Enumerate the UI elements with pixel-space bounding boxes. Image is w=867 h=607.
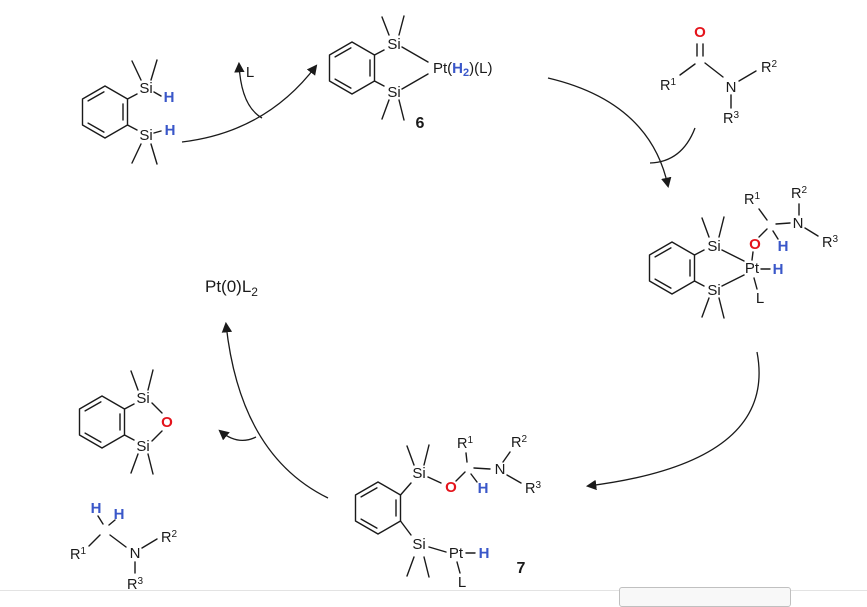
oxygen-atom-label: O — [445, 479, 457, 496]
bonds — [123, 369, 163, 475]
arrow-amide-entry — [649, 127, 696, 164]
r3-label: R3 — [127, 576, 143, 593]
benzene-ring — [354, 481, 402, 535]
structure-dihydrosilane: Si H Si H — [81, 59, 176, 165]
aromatic-double-bonds — [334, 47, 371, 89]
bonds — [679, 43, 757, 109]
arrow-silane-to-6 — [181, 64, 318, 143]
si-atom-label: Si — [387, 36, 400, 53]
arrow-ligand-release — [234, 61, 263, 119]
benzene-ring — [328, 41, 376, 95]
si-atom-label: Si — [136, 390, 149, 407]
ligand-release-label: L — [246, 64, 254, 81]
aromatic-double-bonds — [87, 91, 124, 133]
si-atom-label: Si — [412, 536, 425, 553]
methylene-h-label: H — [91, 500, 102, 517]
r1-label: R1 — [457, 435, 473, 452]
pt-atom-label: Pt — [449, 545, 464, 562]
benzene-ring — [78, 395, 126, 449]
carbinol-h-label: H — [478, 480, 489, 497]
carbinol-h-label: H — [778, 238, 789, 255]
r2-label: R2 — [761, 59, 777, 76]
structure-compound-7: Si O R1 H N R2 R3 Si Pt H L 7 — [354, 434, 541, 591]
hydride-h-label: H — [164, 89, 175, 106]
oxygen-atom-label: O — [161, 414, 173, 431]
r2-label: R2 — [511, 434, 527, 451]
methylene-h-label: H — [114, 506, 125, 523]
arrow-7-to-catalyst — [221, 321, 329, 499]
arrow-intermediate-to-7 — [585, 351, 760, 491]
bonds — [373, 15, 429, 121]
hydride-h-label: H — [773, 261, 784, 278]
bonds — [126, 59, 162, 165]
r2-label: R2 — [161, 529, 177, 546]
structure-compound-6: Si Si Pt(H2)(L) 6 — [328, 15, 492, 132]
r3-label: R3 — [723, 110, 739, 127]
arrow-6-to-intermediate — [547, 77, 672, 189]
compound-6-number: 6 — [416, 115, 425, 132]
aromatic-double-bonds — [654, 247, 691, 289]
r3-label: R3 — [822, 234, 838, 251]
ligand-l-label: L — [458, 574, 466, 591]
page-divider-line — [0, 590, 867, 591]
aromatic-double-bonds — [360, 487, 397, 529]
nitrogen-atom-label: N — [793, 215, 804, 232]
si-atom-label: Si — [412, 465, 425, 482]
si-atom-label: Si — [387, 84, 400, 101]
r1-label: R1 — [744, 191, 760, 208]
structure-siloxane-product: Si Si O — [78, 369, 173, 475]
cycle-arrows — [181, 61, 760, 499]
aromatic-double-bonds — [84, 401, 121, 443]
pt-atom-label: Pt — [745, 260, 760, 277]
bonds — [88, 515, 158, 574]
structure-amide-substrate: O R1 N R2 R3 — [660, 24, 777, 127]
oxygen-atom-label: O — [694, 24, 706, 41]
si-atom-label: Si — [139, 80, 152, 97]
hydride-h-label: H — [479, 545, 490, 562]
si-atom-label: Si — [707, 282, 720, 299]
bonds — [693, 203, 819, 319]
ligand-l-label: L — [756, 290, 764, 307]
arrow-product-release — [218, 429, 257, 442]
si-atom-label: Si — [707, 238, 720, 255]
nitrogen-atom-label: N — [726, 79, 737, 96]
r1-label: R1 — [660, 77, 676, 94]
si-atom-label: Si — [136, 438, 149, 455]
r1-label: R1 — [70, 546, 86, 563]
si-atom-label: Si — [139, 127, 152, 144]
structure-amine-product: H H R1 N R2 R3 — [70, 500, 177, 593]
nitrogen-atom-label: N — [130, 545, 141, 562]
bonds — [399, 444, 522, 578]
hydride-h-label: H — [165, 122, 176, 139]
pt-fragment-label: Pt(H2)(L) — [433, 60, 492, 79]
r2-label: R2 — [791, 185, 807, 202]
catalyst-label: Pt(0)L2 — [205, 277, 258, 299]
benzene-ring — [648, 241, 696, 295]
compound-7-number: 7 — [517, 560, 526, 577]
nitrogen-atom-label: N — [495, 461, 506, 478]
structure-intermediate: Si Si Pt O H H N L R1 R2 R3 — [648, 185, 838, 319]
benzene-ring — [81, 85, 129, 139]
oxygen-atom-label: O — [749, 236, 761, 253]
r3-label: R3 — [525, 480, 541, 497]
